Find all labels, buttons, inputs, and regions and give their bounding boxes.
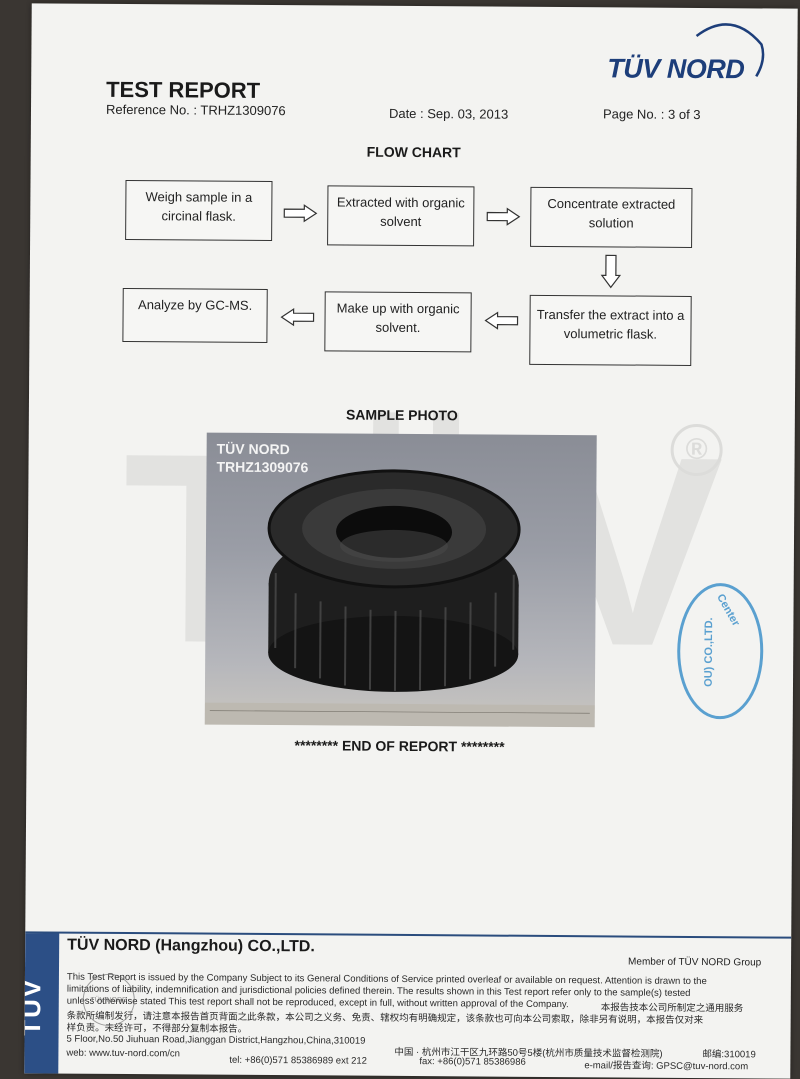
sample-photo: TÜV NORD TRHZ1309076: [204, 432, 597, 728]
report-date: Date : Sep. 03, 2013: [388, 105, 509, 122]
company-address: 5 Floor,No.50 Jiuhuan Road,Jianggan Dist…: [66, 1033, 366, 1047]
flow-step-label: Extracted with organic solvent: [336, 194, 465, 230]
arrow-left-icon: [280, 308, 315, 327]
tuv-side-logo: TÜV: [24, 933, 60, 1074]
flow-step-3: Concentrate extracted solution: [530, 186, 693, 248]
flow-step-label: Weigh sample in a circinal flask.: [145, 189, 253, 224]
tuv-side-text: TÜV: [24, 977, 47, 1036]
arrow-right-icon: [486, 207, 521, 226]
seal-text-side: OU) CO.,LTD.: [702, 617, 716, 687]
company-fax: fax: +86(0)571 85386986: [419, 1056, 526, 1068]
tire-image: [204, 469, 595, 728]
tuv-nord-logo: TÜV NORD: [607, 53, 745, 85]
report-title: TEST REPORT: [106, 76, 261, 103]
terms-line-5-cn: 样负责。未经许可，不得部分复制本报告。: [66, 1022, 248, 1035]
flow-step-label: Concentrate extracted solution: [547, 195, 676, 231]
company-email: e-mail/报告查询: GPSC@tuv-nord.com: [584, 1060, 749, 1073]
reference-number: Reference No. : TRHZ1309076: [105, 101, 286, 119]
arrow-left-icon: [484, 311, 519, 330]
flow-step-2: Extracted with organic solvent: [327, 185, 475, 247]
company-name: TÜV NORD (Hangzhou) CO.,LTD.: [67, 936, 315, 956]
flow-step-1: Weigh sample in a circinal flask.: [125, 179, 273, 242]
flow-step-label: Analyze by GC-MS.: [138, 297, 253, 313]
tuv-logo-arc-icon: [695, 23, 765, 78]
company-web: web: www.tuv-nord.com/cn: [66, 1047, 180, 1060]
arrow-down-icon: [600, 254, 622, 289]
end-of-report: ******** END OF REPORT ********: [294, 737, 505, 755]
member-text: Member of TÜV NORD Group: [628, 956, 762, 969]
flow-step-6: Analyze by GC-MS.: [122, 287, 268, 343]
flow-step-label: Transfer the extract into a volumetric f…: [536, 306, 685, 342]
page-number: Page No. : 3 of 3: [602, 106, 701, 123]
report-page: TÜV ® TÜV NORD TEST REPORT Reference No.…: [24, 3, 798, 1079]
company-tel: tel: +86(0)571 85386989 ext 212: [229, 1054, 368, 1067]
arrow-right-icon: [283, 204, 318, 223]
flow-step-4: Transfer the extract into a volumetric f…: [529, 294, 692, 366]
tuv-stamp: TÜV NORD: [82, 973, 135, 1027]
flow-step-label: Make up with organic solvent.: [336, 300, 460, 336]
flow-chart-title: FLOW CHART: [366, 143, 461, 161]
registered-mark: ®: [670, 423, 723, 477]
seal-text-top: Center: [714, 592, 742, 629]
flow-step-5: Make up with organic solvent.: [324, 291, 472, 353]
